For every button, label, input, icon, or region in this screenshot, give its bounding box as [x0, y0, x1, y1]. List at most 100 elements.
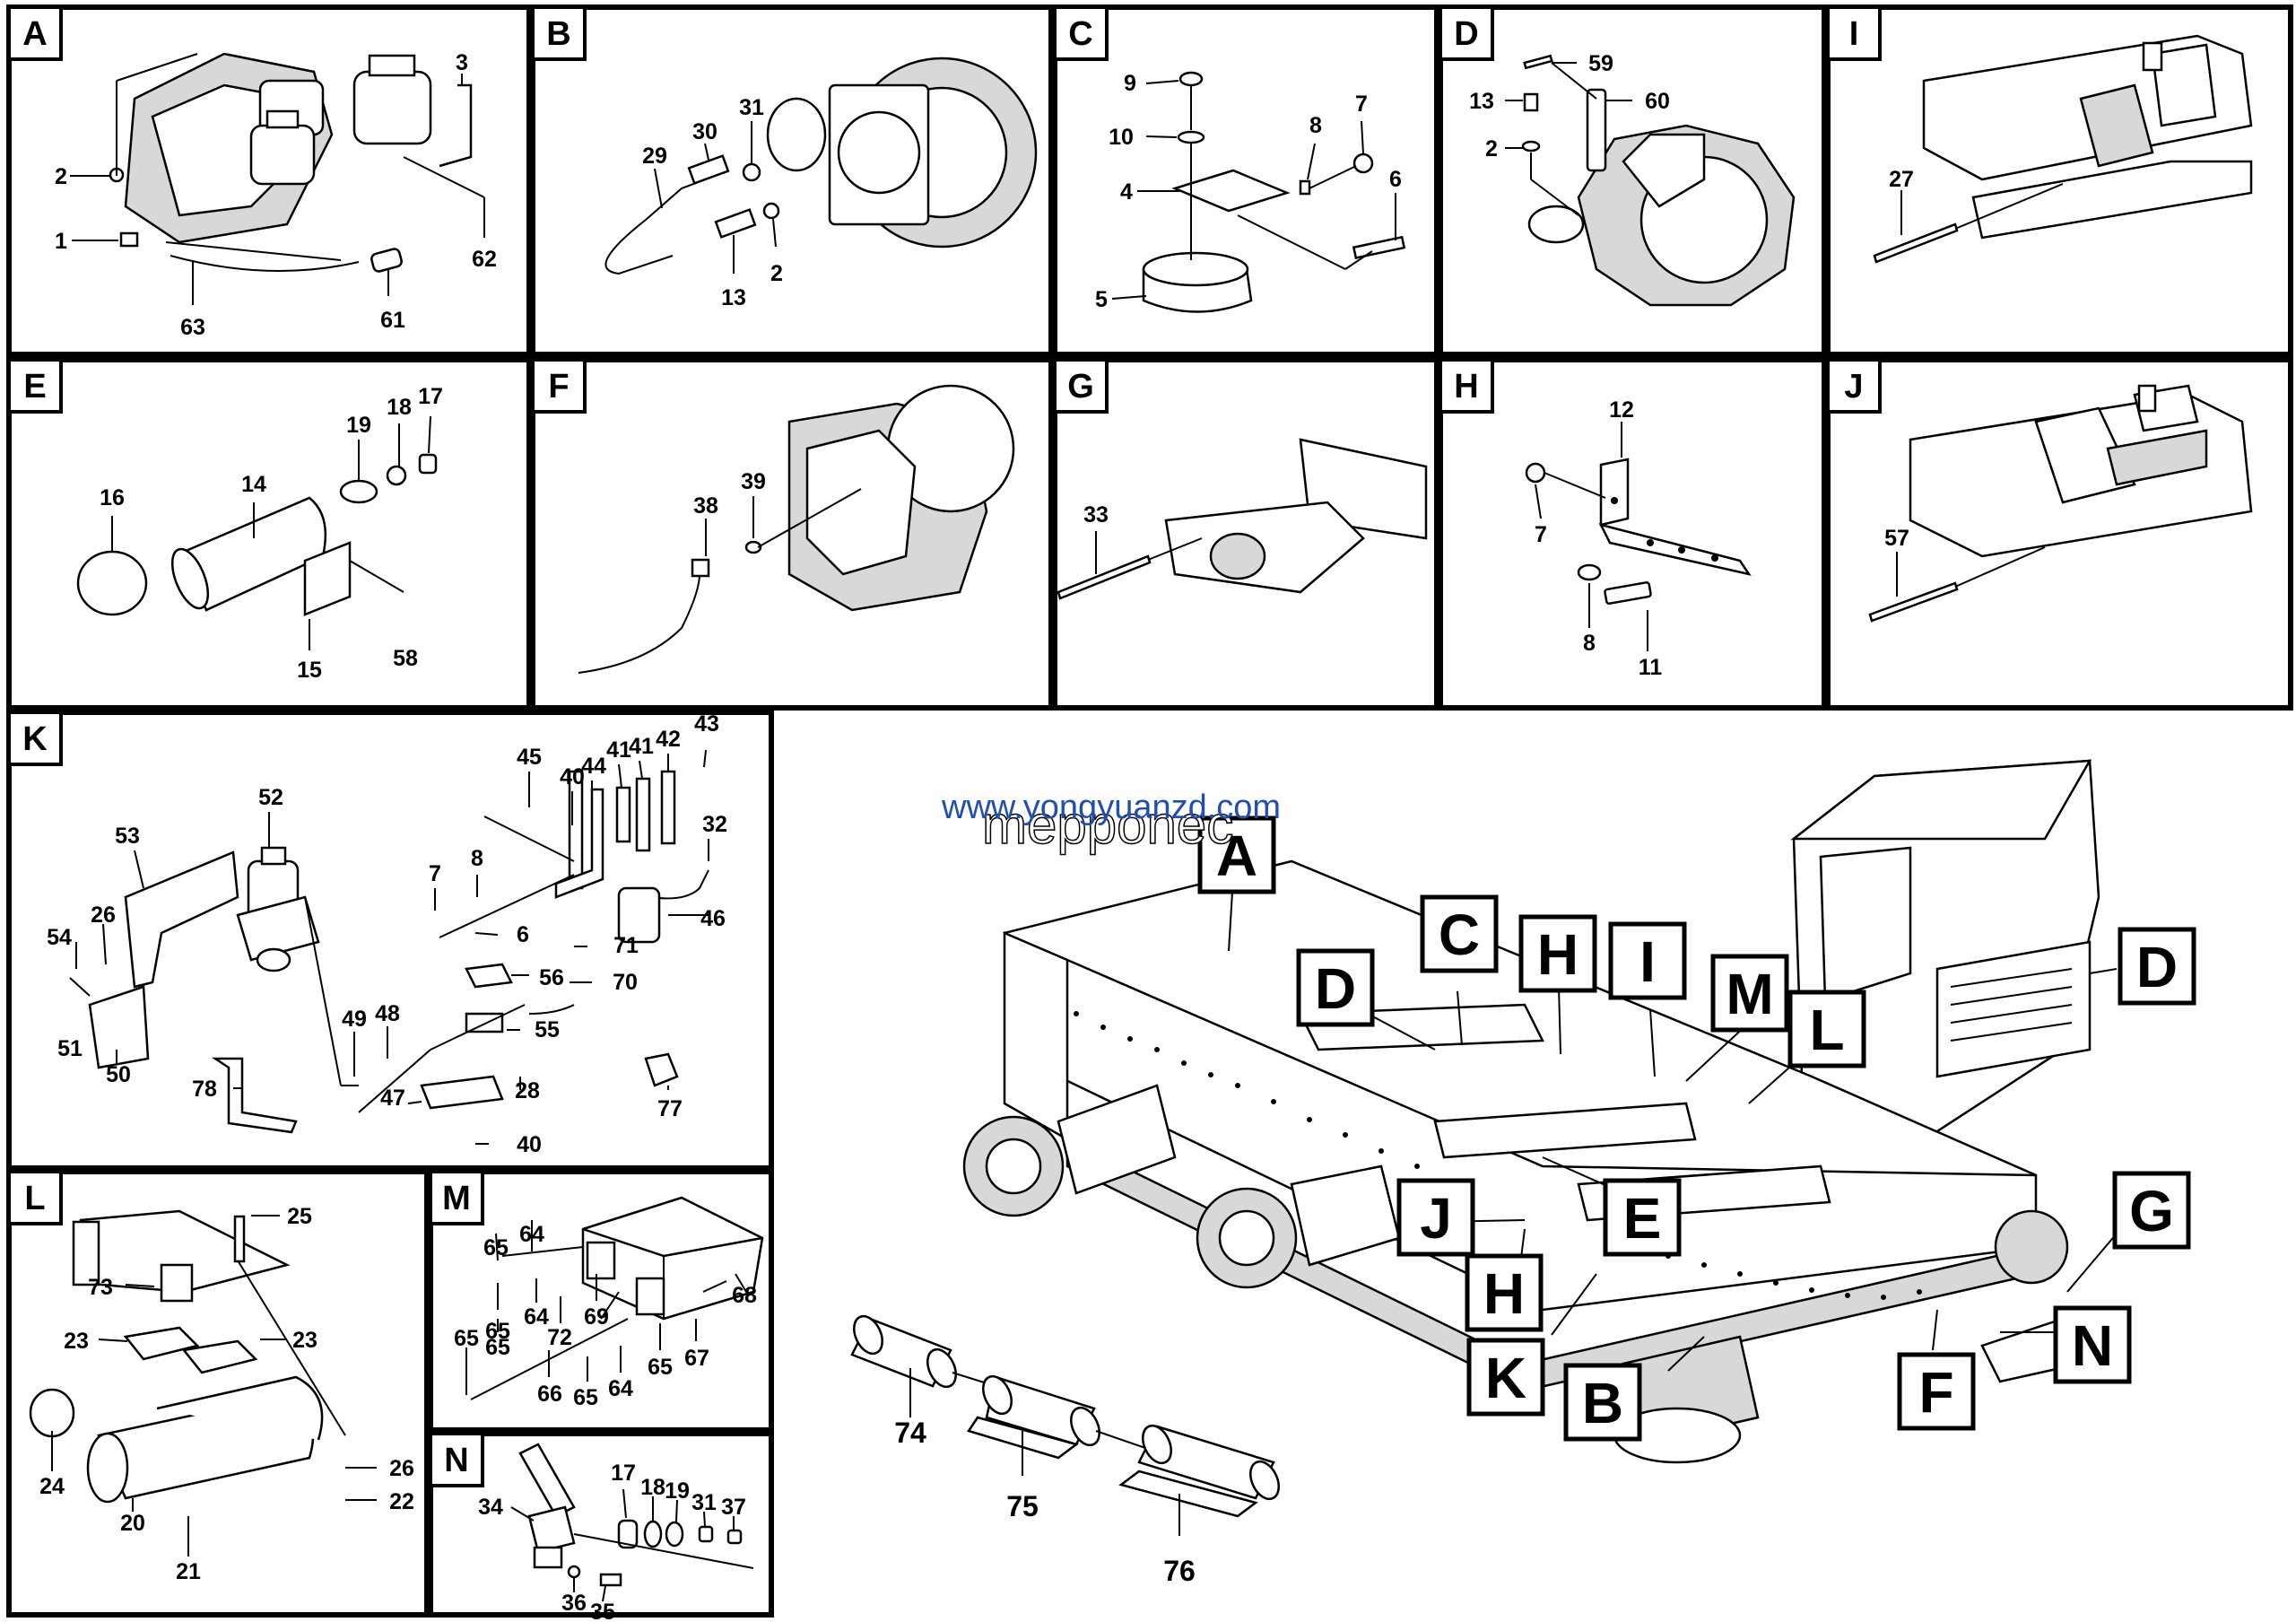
callout-label: K	[1485, 1346, 1526, 1410]
part-number: 40	[517, 1132, 542, 1157]
panel-tag-i: I	[1826, 5, 1882, 61]
panel-c-leaders	[1111, 80, 1396, 300]
part-number: 9	[1124, 71, 1136, 96]
callout-label: H	[1483, 1261, 1525, 1326]
panel-n-numbers: 34 17 18 19 31 37 36 35	[478, 1461, 746, 1622]
callout-i: I	[1608, 921, 1687, 1000]
panel-label: C	[1068, 15, 1092, 53]
part-number: 73	[88, 1275, 113, 1300]
part-number: 62	[472, 247, 497, 272]
part-number: 64	[519, 1222, 544, 1247]
part-number: 26	[389, 1456, 414, 1481]
part-number: 48	[375, 1001, 400, 1026]
callout-label: L	[1809, 998, 1844, 1062]
callout-f: F	[1897, 1352, 1976, 1431]
callout-label: J	[1420, 1186, 1452, 1251]
part-number: 44	[581, 754, 606, 779]
part-number: 64	[608, 1376, 633, 1401]
part-number: 43	[694, 711, 719, 737]
callout-c: C	[1420, 894, 1499, 973]
callout-g: G	[2112, 1171, 2191, 1250]
part-number: 51	[57, 1036, 83, 1061]
panel-m-drawing	[470, 1196, 764, 1400]
callout-label: N	[2072, 1313, 2113, 1378]
part-number: 49	[342, 1007, 367, 1032]
part-number: 23	[64, 1329, 89, 1354]
part-number: 59	[1588, 51, 1613, 76]
part-number: 8	[471, 846, 483, 871]
callout-label: G	[2129, 1179, 2174, 1243]
part-number: 35	[590, 1600, 615, 1622]
panel-label: E	[23, 368, 46, 406]
callout-label: I	[1639, 929, 1656, 994]
panel-label: M	[442, 1180, 471, 1217]
part-number: 54	[47, 925, 72, 950]
panel-n-drawing	[518, 1443, 754, 1587]
panel-c-drawing	[1142, 71, 1406, 313]
panel-j-numbers: 57	[1884, 526, 1909, 551]
panel-g-numbers: 33	[1083, 502, 1109, 528]
part-number: 31	[691, 1490, 717, 1515]
sleeves-drawing	[850, 1314, 1280, 1518]
part-number: 53	[115, 824, 140, 849]
callout-label: D	[2136, 935, 2178, 999]
part-number: 36	[561, 1591, 587, 1616]
part-number: 74	[894, 1417, 926, 1449]
callout-d-left: D	[1296, 948, 1375, 1027]
part-number: 29	[642, 144, 667, 169]
truck-chassis-drawing	[962, 759, 2100, 1464]
part-number: 65	[483, 1235, 509, 1260]
part-number: 56	[539, 965, 564, 990]
panel-label: G	[1067, 368, 1094, 406]
part-number: 42	[656, 727, 681, 752]
part-number: 31	[739, 95, 764, 120]
panel-tags: A B C D I E F G H J K L M N	[7, 5, 1882, 1487]
panel-tag-f: F	[531, 358, 587, 414]
callout-label: B	[1582, 1371, 1623, 1435]
panel-a-leaders	[70, 53, 485, 305]
sleeves-leaders	[909, 1368, 1180, 1536]
part-number: 77	[657, 1096, 683, 1121]
callout-l: L	[1787, 990, 1866, 1068]
panel-label: L	[24, 1180, 45, 1217]
part-number: 22	[389, 1489, 414, 1514]
callout-label: C	[1439, 903, 1480, 967]
panel-label: F	[548, 368, 569, 406]
panel-b-leaders	[654, 121, 777, 274]
callout-d-right: D	[2118, 927, 2196, 1006]
part-number: 63	[180, 315, 205, 340]
callout-h-bottom: H	[1465, 1253, 1544, 1332]
panel-label: I	[1849, 15, 1859, 53]
panel-label: J	[1844, 368, 1863, 406]
callout-b: B	[1563, 1363, 1642, 1442]
part-number: 8	[1583, 631, 1596, 656]
part-number: 41	[606, 737, 631, 763]
panel-f-drawing	[578, 384, 1015, 674]
panel-d-leaders	[1505, 62, 1632, 149]
part-number: 68	[732, 1283, 757, 1308]
part-number: 23	[292, 1328, 317, 1353]
panel-k-numbers: 45 40 44 41 41 42 43 52 53 32 7 8 46 54 …	[47, 711, 727, 1157]
panel-tag-m: M	[429, 1170, 484, 1225]
part-number: 1	[55, 229, 67, 254]
panel-h-drawing	[1525, 458, 1752, 605]
part-number: 64	[524, 1304, 549, 1330]
part-number: 18	[387, 395, 412, 420]
callout-label: H	[1537, 922, 1578, 987]
panel-k-leaders	[69, 749, 709, 1145]
part-number: 4	[1120, 179, 1133, 205]
part-number: 13	[1469, 89, 1494, 114]
part-number: 28	[515, 1078, 540, 1103]
part-number: 45	[517, 745, 542, 770]
watermark: mepponec www.yongyuanzd.com	[941, 789, 1281, 856]
sleeves-numbers: 74 75 76	[894, 1417, 1196, 1587]
callout-k: K	[1466, 1338, 1545, 1417]
part-number: 40	[560, 764, 585, 789]
part-number: 75	[1006, 1490, 1039, 1522]
part-number: 21	[176, 1559, 201, 1584]
panel-d-drawing	[1521, 54, 1796, 307]
part-number: 27	[1889, 167, 1914, 192]
part-number: 34	[478, 1495, 503, 1520]
panel-a-numbers: 2 1 63 61 62 3	[55, 50, 497, 340]
